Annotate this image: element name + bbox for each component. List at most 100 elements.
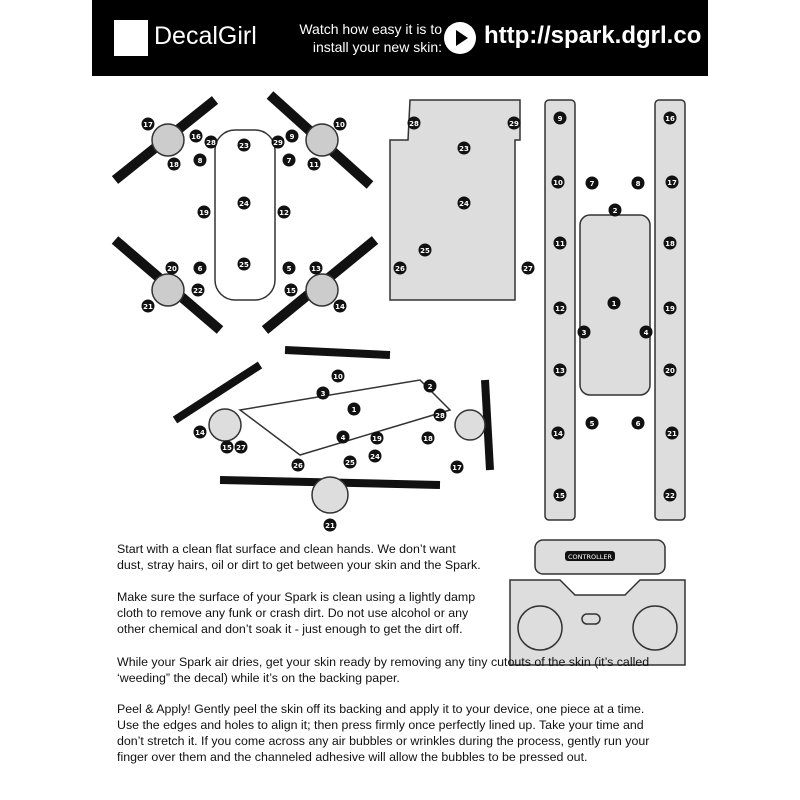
part-number-marker [347,402,361,416]
part-number: 6 [198,265,203,273]
part-number: 16 [665,115,675,123]
drone-top-body [214,129,276,301]
part-number-marker [285,129,299,143]
part-number-marker [639,325,653,339]
part-number: 11 [555,240,565,248]
part-number: 20 [665,367,675,375]
part-number-marker [663,236,677,250]
part-number: 3 [321,390,326,398]
part-number-marker [277,205,291,219]
play-icon[interactable] [444,22,476,54]
part-number: 10 [335,121,345,129]
part-number-marker [291,458,305,472]
part-number-marker [193,261,207,275]
part-number-marker [577,325,591,339]
part-number-marker [141,117,155,131]
part-number: 26 [395,265,405,273]
part-number: 12 [555,305,565,313]
instruction-paragraph: While your Spark air dries, get your ski… [117,654,649,686]
instruction-line: finger over them and the channeled adhes… [117,750,588,764]
part-number-marker [553,301,567,315]
part-number: 13 [311,265,321,273]
part-number-marker [507,116,521,130]
part-number-marker [167,157,181,171]
part-number: 18 [665,240,675,248]
part-number-marker [333,117,347,131]
part-number: 9 [558,115,563,123]
instruction-line: dust, stray hairs, oil or dirt to get be… [117,558,481,572]
part-number-marker [663,111,677,125]
part-number-marker [271,135,285,149]
instruction-line: cloth to remove any funk or crash dirt. … [117,606,469,620]
part-number-marker [521,261,535,275]
part-number: 25 [420,247,430,255]
part-number: 8 [198,157,203,165]
part-number: 22 [193,287,203,295]
part-number-marker [663,301,677,315]
part-number: 19 [665,305,675,313]
part-number: 20 [167,265,177,273]
part-number: 6 [636,420,641,428]
part-number-marker [663,363,677,377]
part-number: 29 [509,120,519,128]
part-number-marker [665,426,679,440]
instruction-paragraph: Start with a clean flat surface and clea… [117,541,481,573]
part-number-marker [193,153,207,167]
part-number: 12 [279,209,289,217]
part-number: 24 [370,453,380,461]
decalgirl-logo-icon [114,20,148,56]
svg-text:CONTROLLER: CONTROLLER [568,553,612,561]
instruction-line: don’t stretch it. If you come across any… [117,734,650,748]
part-number-marker [237,138,251,152]
body-sheet [389,99,521,301]
part-number-marker [189,129,203,143]
part-number-marker [282,153,296,167]
part-number-marker [631,416,645,430]
part-number: 25 [239,261,249,269]
part-number: 27 [523,265,533,273]
part-number-marker [204,135,218,149]
part-number: 25 [345,459,355,467]
watch-line: Watch how easy it is to [299,21,442,37]
part-number: 17 [143,121,153,129]
part-number-marker [553,363,567,377]
part-number: 19 [199,209,209,217]
instruction-line: ‘weeding” the decal) while it’s on the b… [117,671,400,685]
part-number-marker [237,257,251,271]
part-number: 15 [286,287,296,295]
part-number-marker [553,236,567,250]
part-number-marker [309,261,323,275]
part-number-marker [607,296,621,310]
instruction-line: Peel & Apply! Gently peel the skin off i… [117,702,645,716]
part-number-marker [368,449,382,463]
part-number: 17 [667,179,677,187]
part-number-marker [370,431,384,445]
video-link[interactable]: http://spark.dgrl.co [484,22,702,49]
part-number: 19 [372,435,382,443]
part-number: 5 [590,420,595,428]
part-number: 18 [169,161,179,169]
part-number: 23 [239,142,249,150]
controller-label: CONTROLLER [565,551,615,561]
part-number: 22 [665,492,675,500]
part-number-marker [585,416,599,430]
part-number-marker [197,205,211,219]
part-number-marker [551,426,565,440]
instruction-line: While your Spark air dries, get your ski… [117,655,650,669]
part-number-marker [307,157,321,171]
part-number-marker [237,196,251,210]
part-number-marker [665,175,679,189]
part-number-marker [423,379,437,393]
part-number: 10 [553,179,563,187]
part-number: 13 [555,367,565,375]
instruction-line: other chemical and don’t soak it - just … [117,622,463,636]
instruction-line: Use the edges and holes to align it; the… [117,718,644,732]
part-number-marker [234,440,248,454]
part-number: 11 [309,161,319,169]
part-number-marker [331,369,345,383]
part-number-marker [551,175,565,189]
part-number-marker [220,440,234,454]
part-number: 14 [553,430,563,438]
